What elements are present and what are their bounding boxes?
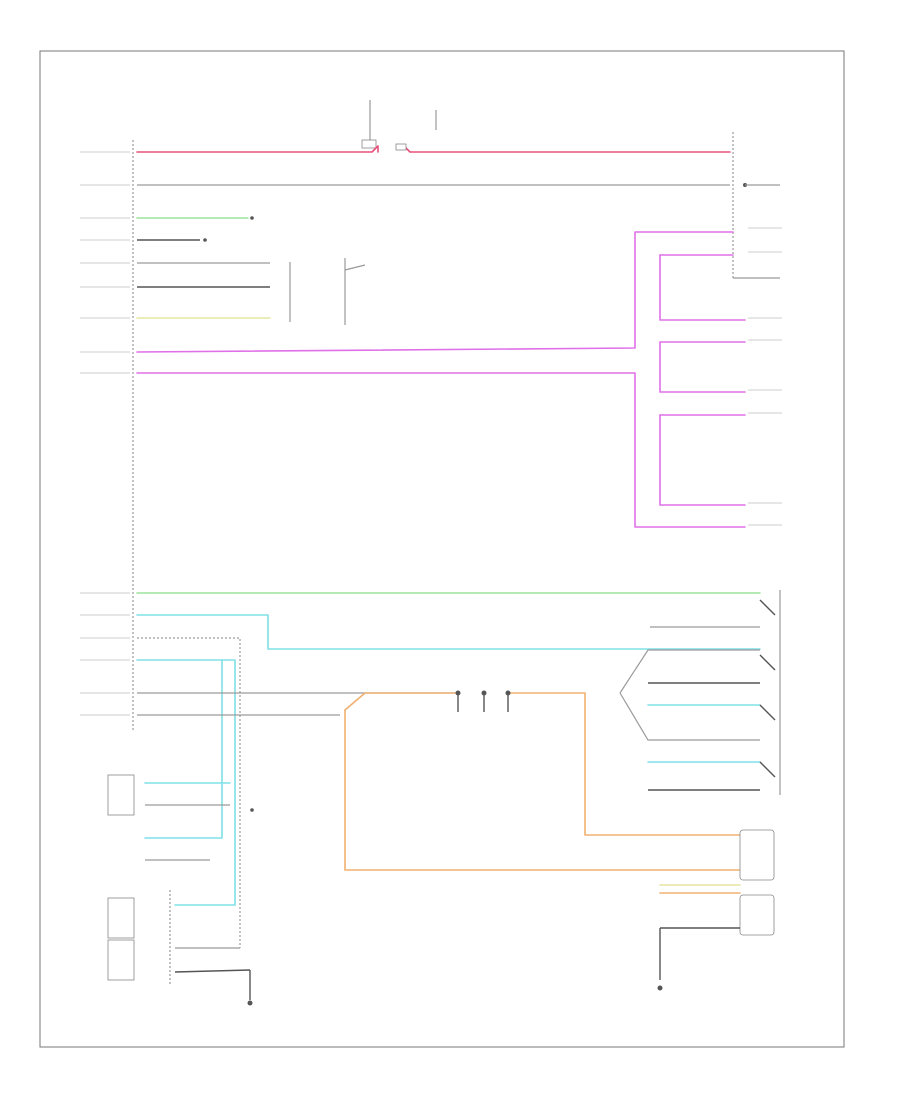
orange-wire-left	[344, 692, 456, 711]
door-lock-actuators	[657, 829, 775, 991]
dark-wire-terminal	[203, 238, 207, 242]
cyan-wire-lock-ctrl-2	[174, 659, 236, 906]
red-wire-power-right	[403, 145, 731, 153]
orange-wire-bottom	[344, 709, 741, 871]
magenta-wire-serial-2	[136, 372, 746, 528]
connector-red	[395, 143, 407, 151]
diagram-frame	[39, 50, 845, 1048]
lower-left-switches	[107, 774, 254, 1006]
cyan-wire-lock-ctrl	[136, 659, 223, 839]
green-wire-terminal	[250, 216, 254, 220]
module-pin-marks	[80, 151, 130, 716]
magenta-terminals	[748, 227, 782, 526]
door-lock-switch	[455, 690, 511, 712]
magenta-branch-d	[659, 341, 746, 393]
orange-wire-right	[509, 692, 741, 836]
magenta-branch-b	[659, 254, 746, 321]
gray-wire-door	[137, 637, 241, 948]
door-ajar-switches	[619, 590, 781, 795]
red-wire-power-left	[136, 145, 379, 153]
magenta-branch-f	[659, 414, 746, 506]
fuse-symbol	[361, 139, 377, 149]
cyan-wire-long	[136, 614, 761, 650]
switch-contact	[344, 264, 366, 271]
magenta-wire-serial-1	[136, 231, 734, 353]
